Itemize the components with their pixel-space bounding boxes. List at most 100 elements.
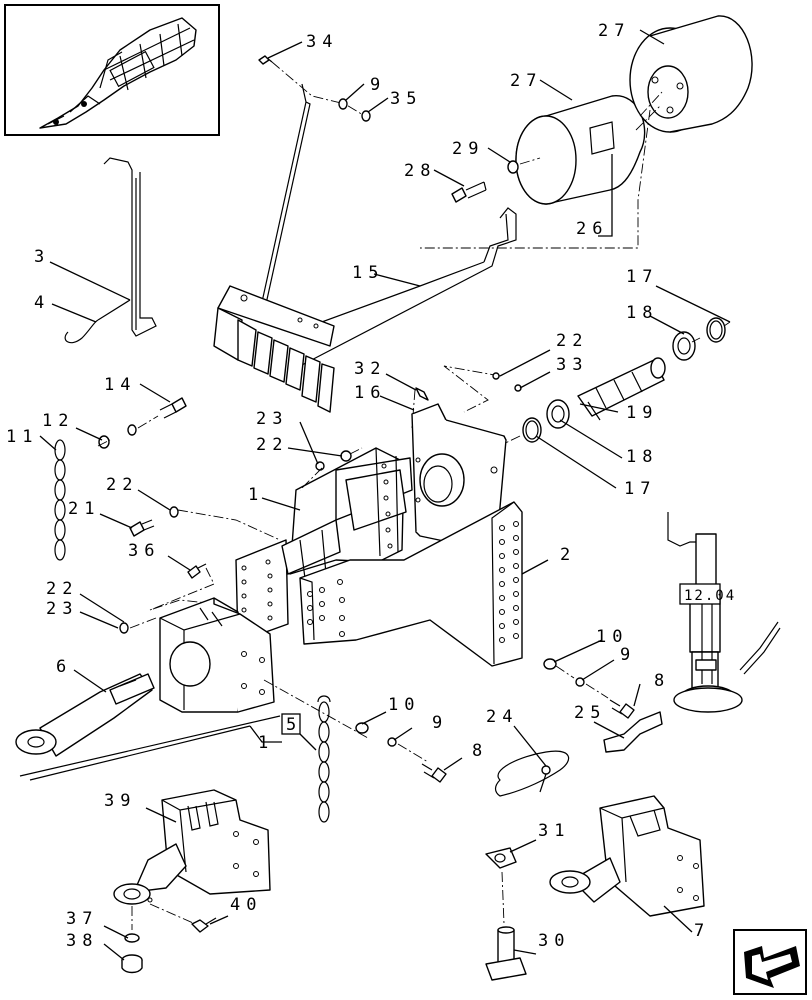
washer-10-mid	[355, 722, 369, 734]
callout-17: 17	[624, 479, 656, 499]
callout-22: 22	[256, 435, 288, 455]
callout-10: 10	[388, 695, 420, 715]
callout-10: 10	[596, 627, 628, 647]
callout-35: 35	[390, 89, 422, 109]
callout-27: 27	[510, 71, 542, 91]
bolt-36	[187, 563, 207, 579]
jack-reference: 12.04	[684, 588, 736, 604]
bolt-14	[159, 397, 187, 419]
drawbar-eye-6	[15, 673, 155, 757]
washer-29	[507, 160, 519, 174]
callout-40: 40	[230, 895, 262, 915]
callout-15: 15	[352, 263, 384, 283]
main-frame-1	[235, 447, 413, 643]
callout-18: 18	[626, 447, 658, 467]
machine-thumbnail	[39, 17, 197, 129]
washer-13	[127, 424, 137, 436]
snap-ring-17-upper	[706, 317, 726, 343]
callout-37: 37	[66, 909, 98, 929]
callout-12: 12	[42, 411, 74, 431]
jack: 12.04	[667, 512, 781, 713]
callout-23: 23	[46, 599, 78, 619]
bolt-8-right	[609, 699, 635, 719]
shaft-19	[577, 357, 666, 421]
callout-32: 32	[354, 359, 386, 379]
callout-22: 22	[556, 331, 588, 351]
roller-27-rear	[629, 15, 753, 133]
callout-38: 38	[66, 931, 98, 951]
chain-11	[54, 439, 66, 561]
bolt-28	[451, 181, 487, 203]
bearing-18-lower	[546, 399, 570, 429]
callout-31: 31	[538, 821, 570, 841]
callout-3: 3	[34, 247, 50, 267]
bolt-21	[129, 519, 155, 537]
callout-8: 8	[654, 671, 670, 691]
callout-16: 16	[354, 383, 386, 403]
bolt-34	[258, 55, 273, 65]
ref-box-label: 5	[286, 715, 296, 735]
callout-18: 18	[626, 303, 658, 323]
bracket-25	[603, 711, 663, 753]
roller-27-front	[515, 95, 646, 205]
chain-5	[317, 695, 331, 823]
ring-37	[124, 933, 140, 943]
lynch-pin-4	[64, 299, 131, 344]
callout-24: 24	[486, 707, 518, 727]
hitch-7	[549, 795, 705, 917]
callout-36: 36	[128, 541, 160, 561]
callout-22: 22	[106, 475, 138, 495]
bearing-18-upper	[672, 331, 696, 361]
callout-33: 33	[556, 355, 588, 375]
location-inset	[4, 4, 220, 136]
bolt-22-upper	[492, 372, 500, 380]
rod-3	[103, 157, 157, 337]
callout-27: 27	[598, 21, 630, 41]
callout-34: 34	[306, 32, 338, 52]
callout-26: 26	[576, 219, 608, 239]
callout-9: 9	[370, 75, 386, 95]
callout-labels: 34 9 35 27 27 29 28 26 3 4 15 17 18 22 3…	[6, 21, 710, 951]
callout-25: 25	[574, 703, 606, 723]
bolt-40	[191, 917, 217, 933]
callout-19: 19	[626, 403, 658, 423]
snap-ring-17-lower	[522, 417, 542, 443]
callout-4: 4	[34, 293, 50, 313]
callout-9: 9	[620, 645, 636, 665]
callout-6: 6	[56, 657, 72, 677]
bolt-32	[415, 387, 429, 401]
pin-31	[485, 847, 517, 869]
callout-7: 7	[694, 921, 710, 941]
washer-22-top	[340, 450, 352, 462]
callout-11: 11	[6, 427, 38, 447]
main-frame-2	[299, 501, 523, 667]
callout-17: 17	[626, 267, 658, 287]
callout-21: 21	[68, 499, 100, 519]
washer-12	[98, 435, 110, 449]
callout-30: 30	[538, 931, 570, 951]
cap-38	[121, 954, 143, 974]
pin-30	[485, 926, 527, 981]
bearing-bracket-16	[411, 403, 507, 553]
bolt-8-mid	[421, 763, 447, 783]
callout-8: 8	[472, 741, 488, 761]
washer-22-mid	[169, 506, 179, 518]
ref-box: 5	[281, 713, 301, 735]
pin-24	[494, 750, 570, 797]
callout-2: 2	[560, 545, 576, 565]
washer-22-left	[119, 622, 129, 634]
leader-lines	[39, 29, 731, 961]
callout-23: 23	[256, 409, 288, 429]
callout-29: 29	[452, 139, 484, 159]
next-page-arrow-icon[interactable]	[733, 929, 807, 995]
hitch-block	[159, 597, 275, 713]
callout-1: 1	[258, 733, 274, 753]
callout-14: 14	[104, 375, 136, 395]
callout-28: 28	[404, 161, 436, 181]
callout-1: 1	[248, 485, 264, 505]
callout-39: 39	[104, 791, 136, 811]
washer-9	[338, 98, 348, 110]
tine-guard	[213, 285, 335, 413]
hitch-39	[113, 789, 271, 905]
